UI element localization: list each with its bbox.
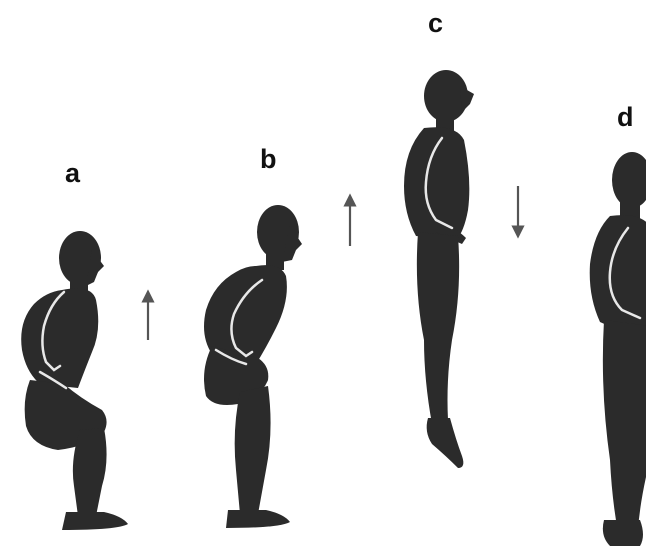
panel-label-a: a [65, 160, 80, 187]
silhouette-c [404, 70, 474, 468]
panel-label-d: d [617, 104, 634, 131]
silhouette-a [21, 231, 128, 530]
panel-label-c: c [428, 10, 443, 37]
silhouette-b [204, 205, 302, 528]
silhouette-d [590, 152, 646, 546]
panel-label-b: b [260, 146, 277, 173]
